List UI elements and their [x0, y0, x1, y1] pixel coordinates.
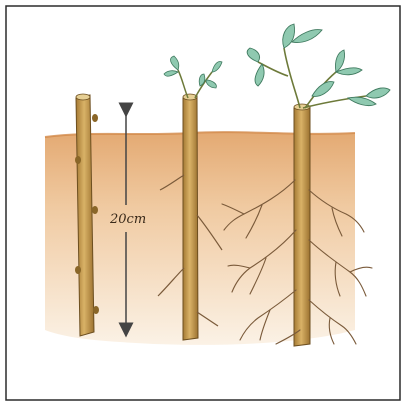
measurement-label: 20cm: [109, 212, 146, 227]
